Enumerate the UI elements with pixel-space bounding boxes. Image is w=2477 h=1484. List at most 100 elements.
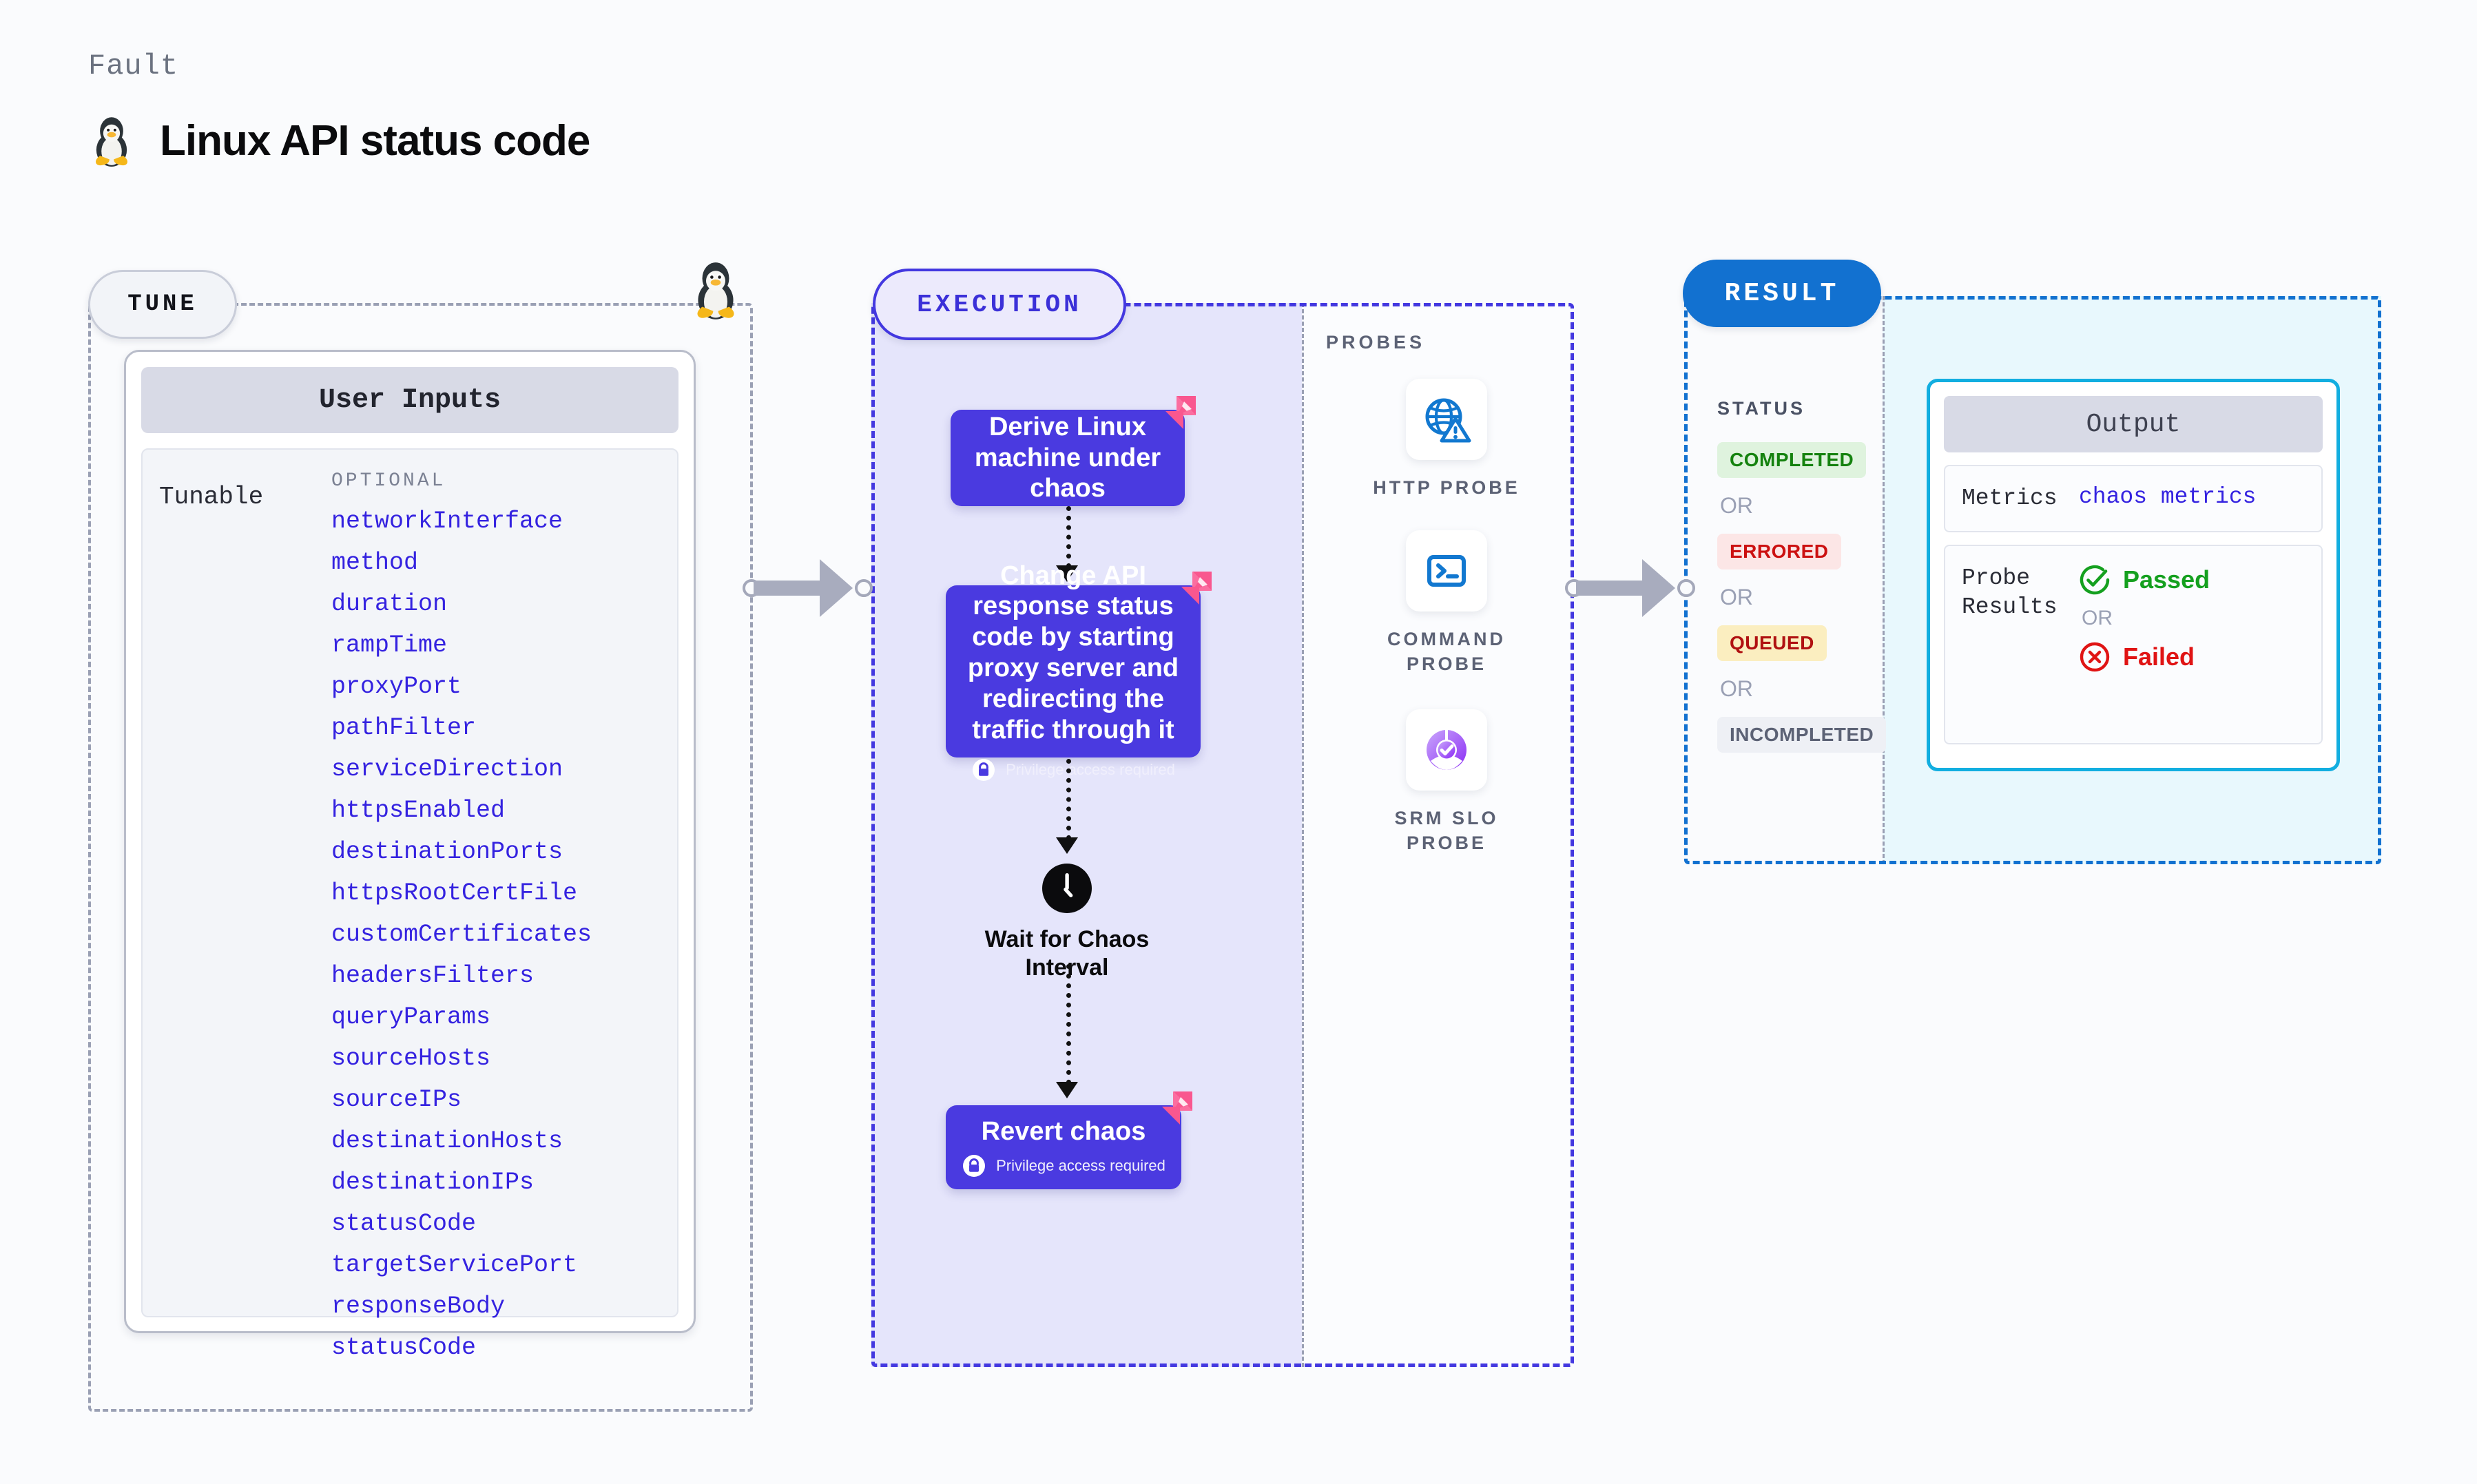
execution-step-card[interactable]: Derive Linux machine under chaos [951, 396, 1196, 506]
tunable-parameter[interactable]: httpsRootCertFile [331, 879, 578, 907]
probe-icon-tile [1406, 709, 1487, 791]
flow-connector-arrow [1056, 1082, 1078, 1098]
probe-command[interactable]: COMMAND PROBE [1360, 530, 1533, 677]
result-pill-label[interactable]: RESULT [1683, 260, 1881, 327]
tunable-parameter[interactable]: statusCode [331, 1210, 477, 1237]
status-header: STATUS [1717, 398, 1805, 419]
probe-label: SRM SLO PROBE [1394, 808, 1499, 854]
status-or-separator: OR [1720, 676, 1753, 701]
probe-result-passed: Passed [2079, 564, 2210, 596]
probe-result-failed: Failed [2079, 641, 2210, 673]
tunable-parameter-list: OPTIONAL networkInterface method duration r… [331, 470, 661, 1360]
tune-pill-label[interactable]: TUNE [88, 270, 237, 339]
probe-results-values: Passed OR Failed [2079, 564, 2210, 673]
probe-label: HTTP PROBE [1373, 477, 1520, 498]
probe-results-key: Probe Results [1962, 565, 2058, 620]
litmus-chaos-badge-icon [1165, 396, 1196, 429]
metrics-key: Metrics [1962, 485, 2058, 511]
clock-icon [1042, 864, 1092, 913]
tunable-parameter[interactable]: destinationPorts [331, 838, 563, 866]
tunable-parameter[interactable]: headersFilters [331, 962, 535, 990]
probes-background [1302, 303, 1574, 1367]
status-background [1684, 296, 1883, 864]
probe-results-row: Probe Results Passed OR [1944, 545, 2323, 745]
tunable-parameter[interactable]: method [331, 549, 419, 576]
tunable-parameter[interactable]: networkInterface [331, 508, 563, 535]
connector-bar [1576, 581, 1645, 596]
privilege-text: Privilege access required [1006, 761, 1175, 779]
execution-step-title: Revert chaos [981, 1116, 1146, 1146]
connector-arrowhead [820, 559, 853, 617]
page-title: Linux API status code [88, 114, 590, 167]
tunable-parameter[interactable]: destinationHosts [331, 1127, 563, 1155]
probe-icon-tile [1406, 379, 1487, 460]
check-circle-icon [2080, 565, 2110, 595]
fault-kicker: Fault [88, 50, 179, 83]
probe-http[interactable]: HTTP PROBE [1360, 379, 1533, 500]
litmus-chaos-badge-icon [1162, 1091, 1192, 1125]
metrics-row: Metrics chaos metrics [1944, 465, 2323, 533]
execution-section: EXECUTION Derive Linux machine under cha… [871, 269, 1574, 1367]
x-circle-icon [2080, 642, 2110, 672]
status-badge: QUEUED [1717, 625, 1827, 661]
tunable-parameter[interactable]: responseBody [331, 1293, 506, 1320]
connector-arrowhead [1642, 559, 1675, 617]
tux-penguin-icon [697, 262, 734, 320]
execution-step-title: Derive Linux machine under chaos [974, 412, 1161, 503]
tunable-parameter[interactable]: customCertificates [331, 921, 592, 948]
tune-dashed-border [88, 303, 753, 1412]
status-badge: ERRORED [1717, 534, 1841, 569]
output-card: Output Metrics chaos metrics Probe Resul… [1927, 379, 2340, 771]
tunable-parameter[interactable]: proxyPort [331, 673, 462, 700]
status-output-divider [1883, 296, 1885, 864]
execution-probes-divider [1302, 303, 1304, 1367]
user-inputs-header: User Inputs [141, 367, 678, 433]
probe-or-separator: OR [2082, 607, 2113, 630]
probes-header: PROBES [1326, 332, 1426, 353]
probe-srm-slo[interactable]: SRM SLO PROBE [1360, 709, 1533, 856]
execution-flow: Derive Linux machine under chaos Change … [871, 303, 1302, 1367]
optional-header: OPTIONAL [331, 470, 446, 492]
flow-connector-arrow [1056, 837, 1078, 854]
tunable-parameter[interactable]: pathFilter [331, 714, 477, 742]
tunable-parameter[interactable]: httpsEnabled [331, 797, 506, 824]
flow-connector-line [1066, 964, 1071, 1085]
probe-icon-tile [1406, 530, 1487, 612]
flow-connector-line [1066, 759, 1071, 840]
tunable-parameter[interactable]: rampTime [331, 631, 448, 659]
tunable-parameter[interactable]: duration [331, 590, 448, 618]
privilege-notice: Privilege access required [971, 757, 1175, 782]
tune-section: TUNE User Inputs Tunable OPTIONAL networ… [88, 270, 753, 1412]
terminal-icon [1427, 555, 1466, 587]
execution-step-card[interactable]: Revert chaos Privilege access required [946, 1091, 1192, 1189]
failed-label: Failed [2123, 642, 2195, 671]
privilege-text: Privilege access required [996, 1157, 1165, 1175]
user-inputs-card: User Inputs Tunable OPTIONAL networkInte… [124, 350, 696, 1360]
execution-step-title: Change API response status code by start… [967, 561, 1179, 744]
output-header: Output [1944, 396, 2323, 452]
tunable-parameter[interactable]: targetServicePort [331, 1251, 578, 1279]
connector-execution-result [1565, 558, 1703, 620]
tunable-parameter[interactable]: sourceHosts [331, 1045, 491, 1072]
metrics-value-link[interactable]: chaos metrics [2079, 484, 2257, 510]
tunable-parameter[interactable]: statusCode [331, 1334, 477, 1361]
globe-warning-icon [1425, 398, 1471, 443]
flow-connector-arrow [1056, 565, 1078, 582]
tunable-parameter[interactable]: serviceDirection [331, 755, 563, 783]
status-badge: INCOMPLETED [1717, 717, 1887, 753]
tunable-parameter[interactable]: sourceIPs [331, 1086, 462, 1114]
execution-step-card[interactable]: Change API response status code by start… [946, 561, 1212, 782]
slo-donut-check-icon [1427, 730, 1466, 770]
tunable-parameter[interactable]: destinationIPs [331, 1169, 535, 1196]
connector-dot [1677, 579, 1695, 597]
page-title-text: Linux API status code [160, 116, 590, 165]
execution-pill-label[interactable]: EXECUTION [873, 269, 1126, 340]
passed-label: Passed [2123, 565, 2210, 594]
probe-label: COMMAND PROBE [1387, 629, 1506, 675]
status-or-separator: OR [1720, 493, 1753, 518]
tunable-parameter[interactable]: queryParams [331, 1003, 491, 1031]
